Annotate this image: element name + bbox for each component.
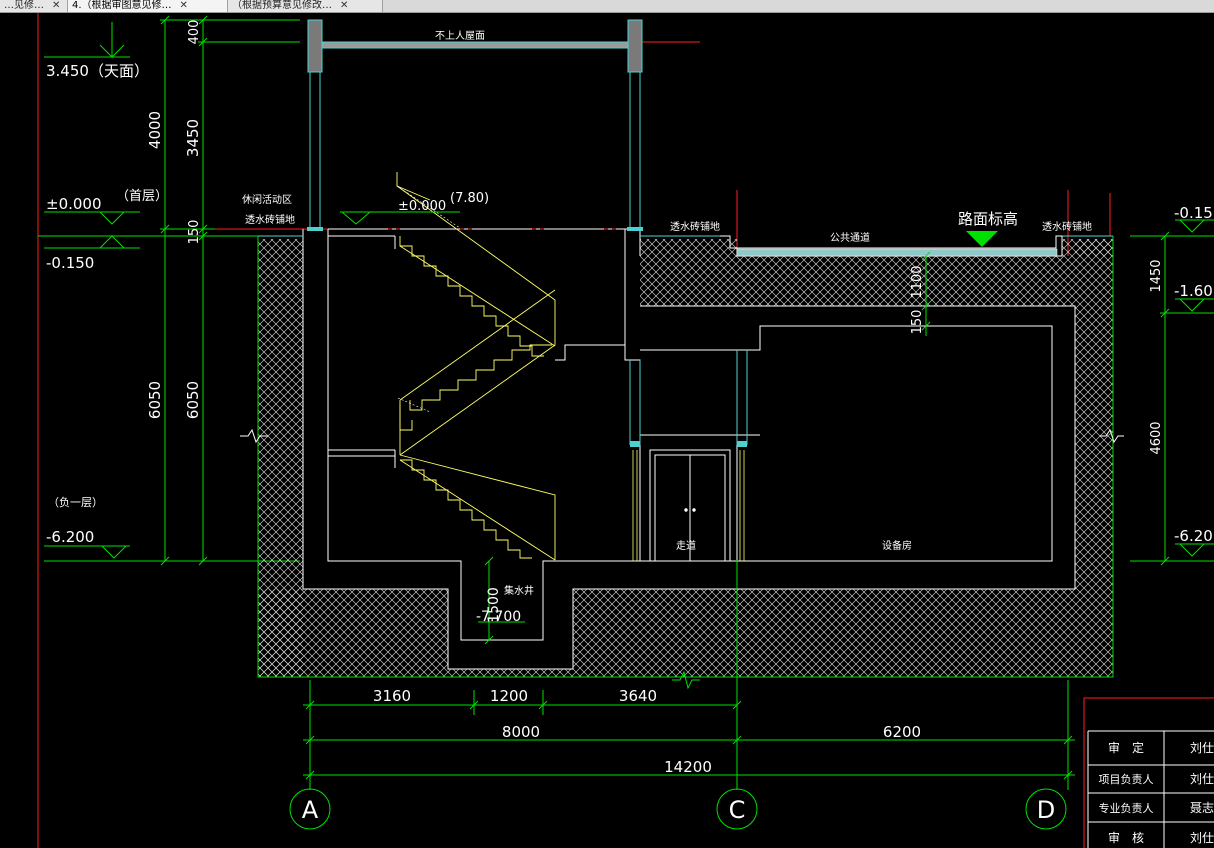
svg-text:A: A	[302, 796, 319, 824]
dim-1500: 1500	[486, 587, 502, 623]
dim-400: 400	[187, 20, 202, 45]
axis-bubble-d: D	[1025, 788, 1067, 830]
tab-label: （根据预算意见修改…	[232, 0, 332, 11]
break-mark-bottom	[672, 670, 700, 690]
dim-150: 150	[187, 220, 202, 245]
tab-label: 4.（根据审图意见修…	[72, 0, 172, 11]
road-slab	[736, 248, 1058, 257]
title-row4-label: 审 核	[1108, 830, 1144, 845]
dim-3450: 3450	[184, 119, 202, 157]
roof-parapet-left	[307, 19, 323, 73]
horizontal-dimension-chains	[303, 560, 1075, 790]
label-road-level: 路面标高	[958, 210, 1018, 228]
elevation-marker-0000	[38, 211, 300, 249]
label-leisure-area: 休闲活动区	[242, 193, 292, 206]
label-public-passage: 公共通道	[830, 231, 870, 244]
axis-bubble-c: C	[716, 788, 758, 830]
dim-1100: 1100	[910, 265, 925, 298]
close-icon[interactable]: ✕	[52, 0, 61, 11]
door-corridor	[649, 449, 731, 562]
floor-label-basement: （负一层）	[48, 495, 103, 509]
svg-text:C: C	[729, 796, 746, 824]
elevation-label-right-160: -1.60	[1174, 282, 1213, 300]
vertical-dimension-chain-right	[1130, 219, 1214, 566]
title-row1-value: 刘仕锦	[1190, 741, 1214, 755]
stair-note: (7.80)	[450, 191, 489, 206]
stair-flights	[396, 172, 556, 561]
label-paving-left: 透水砖铺地	[245, 213, 295, 226]
dim-1450: 1450	[1149, 259, 1164, 292]
label-corridor: 走道	[676, 539, 696, 552]
break-mark-left	[240, 428, 268, 444]
elevation-label-6200: -6.200	[46, 528, 94, 546]
title-row3-label: 专业负责人	[1099, 801, 1154, 815]
tab-drawing-1[interactable]: …见修… ✕	[0, 0, 68, 12]
axis-bubble-a: A	[289, 788, 331, 830]
building-walls	[302, 228, 1076, 670]
elevation-label-0000: ±0.000	[46, 195, 102, 213]
dim-6200: 6200	[883, 723, 921, 741]
floor-label-ground: （首层）	[116, 189, 168, 204]
elevation-label-right-620: -6.20	[1174, 527, 1213, 545]
dim-8000: 8000	[502, 723, 540, 741]
roof-slab	[321, 41, 629, 49]
label-roof: 不上人屋面	[435, 30, 485, 42]
title-row3-value: 聂志伟	[1190, 801, 1214, 815]
close-icon[interactable]: ✕	[179, 0, 188, 11]
dim-6050-inner: 6050	[184, 381, 202, 419]
label-equipment-room: 设备房	[882, 539, 912, 552]
elevation-label-3450: 3.450（天面）	[46, 62, 149, 80]
elevation-marker-3450	[44, 22, 130, 58]
label-sump-pit: 集水井	[504, 584, 534, 597]
road-level-triangle-icon	[966, 231, 998, 247]
elevation-label-0150: -0.150	[46, 254, 94, 272]
stair-elevation-marker	[340, 211, 460, 225]
title-row1-label: 审 定	[1108, 740, 1144, 755]
label-paving-mid: 透水砖铺地	[670, 220, 720, 233]
title-row2-label: 项目负责人	[1099, 772, 1154, 786]
document-tab-bar: …见修… ✕ 4.（根据审图意见修… ✕ （根据预算意见修改… ✕	[0, 0, 1214, 13]
title-row2-value: 刘仕锦	[1190, 772, 1214, 786]
dim-150-mid: 150	[910, 310, 925, 335]
dim-6050-outer: 6050	[146, 381, 164, 419]
close-icon[interactable]: ✕	[340, 0, 349, 11]
dim-3640: 3640	[619, 687, 657, 705]
title-row4-value: 刘仕锦	[1190, 831, 1214, 845]
sump-elevation: -7.700	[476, 609, 521, 625]
title-block: 审 定 刘仕锦 项目负责人 刘仕锦 专业负责人 聂志伟 审 核 刘仕锦	[1083, 697, 1214, 848]
dim-4600: 4600	[1149, 421, 1164, 454]
dim-1200: 1200	[490, 687, 528, 705]
tab-label: …见修…	[4, 0, 44, 11]
soil-hatch-area	[257, 236, 1114, 678]
dim-3160: 3160	[373, 687, 411, 705]
break-mark-right	[1100, 428, 1124, 444]
elevation-label-right-015: -0.15	[1174, 204, 1213, 222]
stair-elevation-label: ±0.000	[398, 199, 446, 214]
cyan-structural-lines	[258, 42, 1113, 445]
tab-drawing-2[interactable]: 4.（根据审图意见修… ✕	[68, 0, 228, 12]
label-paving-right: 透水砖铺地	[1042, 220, 1092, 233]
dim-14200: 14200	[664, 758, 712, 776]
tab-drawing-3[interactable]: （根据预算意见修改… ✕	[228, 0, 383, 12]
svg-text:D: D	[1037, 796, 1055, 824]
dim-4000: 4000	[146, 111, 164, 149]
roof-parapet-right	[627, 19, 643, 73]
